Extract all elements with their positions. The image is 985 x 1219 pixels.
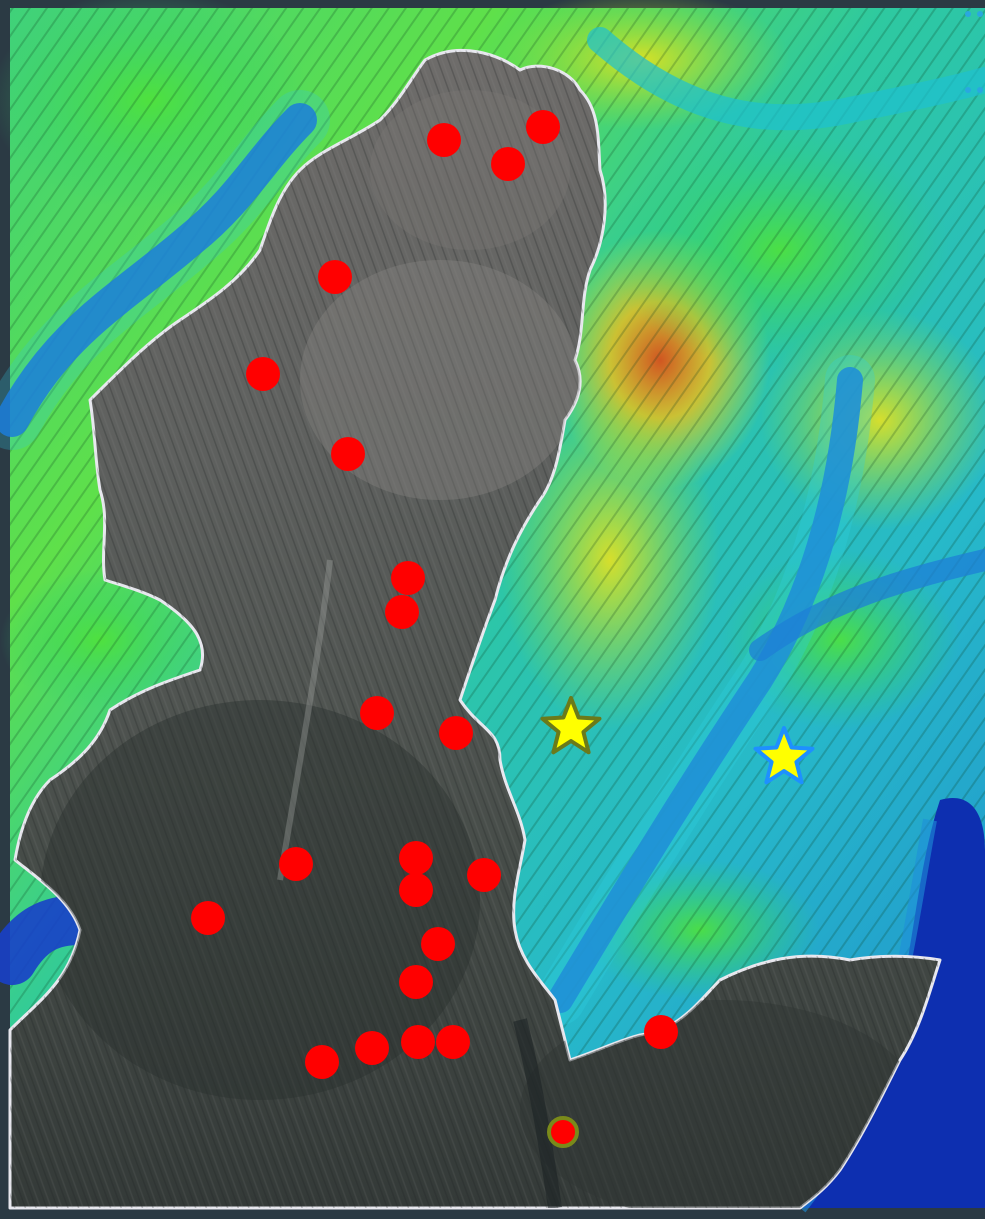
- river-valleys: [0, 27, 985, 1025]
- lake: [800, 798, 985, 1208]
- sample-point-marker: [491, 147, 525, 181]
- special-point-marker: [547, 1116, 579, 1148]
- sample-point-marker: [399, 841, 433, 875]
- sample-points-layer: [191, 110, 678, 1079]
- sample-point-marker: [439, 716, 473, 750]
- sample-point-marker: [391, 561, 425, 595]
- sample-point-marker: [421, 927, 455, 961]
- sample-point-marker: [191, 901, 225, 935]
- sample-point-marker: [360, 696, 394, 730]
- sample-point-marker: [467, 858, 501, 892]
- sample-point-marker: [355, 1031, 389, 1065]
- sample-point-marker: [385, 595, 419, 629]
- sample-point-marker: [401, 1025, 435, 1059]
- corner-dots: [965, 11, 983, 93]
- star-icon: [753, 726, 815, 785]
- sample-point-marker: [279, 847, 313, 881]
- star-icon: [540, 696, 602, 755]
- sample-point-marker: [246, 357, 280, 391]
- sample-point-marker: [399, 965, 433, 999]
- sample-point-marker: [331, 437, 365, 471]
- sample-point-marker: [436, 1025, 470, 1059]
- sample-point-marker: [305, 1045, 339, 1079]
- sample-point-marker: [318, 260, 352, 294]
- stars-layer: [540, 696, 815, 785]
- sample-point-marker: [526, 110, 560, 144]
- sample-point-marker: [644, 1015, 678, 1049]
- sample-point-marker: [399, 873, 433, 907]
- special-point-layer: [547, 1116, 579, 1148]
- sample-point-marker: [427, 123, 461, 157]
